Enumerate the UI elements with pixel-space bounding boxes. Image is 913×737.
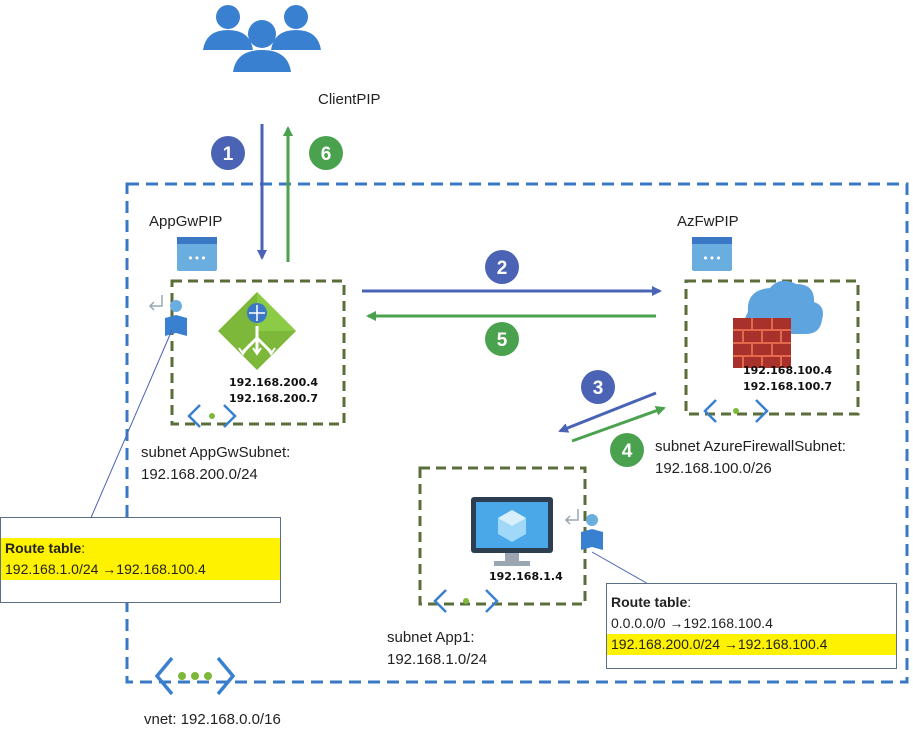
app1-ip: 192.168.1.4 bbox=[489, 570, 563, 583]
firewall-subnet-cidr: 192.168.100.0/26 bbox=[655, 460, 772, 477]
appgw-ip: 192.168.200.7 bbox=[229, 392, 319, 405]
appgw-route-entry: 192.168.1.0/24 →192.168.100.4 bbox=[1, 559, 280, 580]
step-marker-1: 1 bbox=[211, 136, 245, 170]
svg-text:•••: ••• bbox=[187, 252, 206, 265]
appgw-subnet-glyph-icon bbox=[187, 404, 237, 428]
appgw-subnet-box bbox=[170, 279, 346, 426]
application-gateway-icon bbox=[218, 292, 296, 370]
app1-route-entry: 0.0.0.0/0 →192.168.100.4 bbox=[611, 615, 773, 631]
virtual-machine-icon bbox=[471, 497, 553, 566]
firewall-ip: 192.168.100.7 bbox=[743, 380, 833, 393]
step-marker-3: 3 bbox=[581, 370, 615, 404]
step-label-3: 3 bbox=[593, 378, 604, 399]
step-label-6: 6 bbox=[321, 144, 332, 165]
step-label-1: 1 bbox=[223, 144, 234, 165]
appgw-pip-label: AppGwPIP bbox=[149, 213, 223, 230]
appgw-ip: 192.168.200.4 bbox=[229, 376, 319, 389]
app1-subnet-cidr: 192.168.1.0/24 bbox=[387, 651, 488, 668]
appgw-pip-icon: ••• bbox=[177, 237, 217, 271]
route-table-colon: : bbox=[687, 594, 692, 610]
step-marker-6: 6 bbox=[309, 136, 343, 170]
vnet-glyph-icon bbox=[154, 656, 236, 696]
flow-arrow-4 bbox=[571, 405, 666, 443]
firewall-subnet-box bbox=[684, 279, 860, 416]
route-table-title: Route table bbox=[5, 540, 82, 556]
appgw-route-table-title-row: Route table: bbox=[1, 538, 280, 559]
firewall-subnet-label: subnet AzureFirewallSubnet: 192.168.100.… bbox=[655, 436, 846, 480]
route-table-title: Route table bbox=[611, 594, 688, 610]
step-marker-4: 4 bbox=[610, 433, 644, 467]
step-marker-2: 2 bbox=[485, 250, 519, 284]
appgw-route-callout-line bbox=[89, 329, 173, 521]
firewall-ip-list: 192.168.100.4 192.168.100.7 bbox=[743, 363, 832, 395]
step-marker-5: 5 bbox=[485, 322, 519, 356]
app1-subnet-label: subnet App1: 192.168.1.0/24 bbox=[387, 627, 487, 671]
app1-route-callout-line bbox=[591, 551, 651, 586]
app1-subnet-name: subnet App1: bbox=[387, 629, 475, 646]
svg-text:•••: ••• bbox=[702, 252, 721, 265]
firewall-ip: 192.168.100.4 bbox=[743, 364, 833, 377]
app1-route-table-callout: Route table: 0.0.0.0/0 →192.168.100.4 19… bbox=[606, 583, 897, 669]
app1-subnet-glyph-icon bbox=[433, 589, 499, 613]
azfw-pip-label: AzFwPIP bbox=[677, 213, 739, 230]
azfw-pip-icon: ••• bbox=[692, 237, 732, 271]
step-label-4: 4 bbox=[622, 441, 633, 462]
appgw-subnet-cidr: 192.168.200.0/24 bbox=[141, 466, 258, 483]
step-label-5: 5 bbox=[497, 330, 508, 351]
firewall-subnet-name: subnet AzureFirewallSubnet: bbox=[655, 438, 846, 455]
client-pip-label: ClientPIP bbox=[318, 91, 381, 108]
appgw-subnet-label: subnet AppGwSubnet: 192.168.200.0/24 bbox=[141, 442, 290, 486]
app1-route-entry-highlighted: 192.168.200.0/24 →192.168.100.4 bbox=[607, 634, 896, 655]
firewall-icon bbox=[733, 280, 823, 368]
vnet-boundary bbox=[125, 182, 909, 684]
appgw-subnet-name: subnet AppGwSubnet: bbox=[141, 444, 291, 461]
firewall-subnet-glyph-icon bbox=[703, 399, 769, 423]
route-table-colon: : bbox=[81, 540, 86, 556]
users-icon bbox=[203, 5, 321, 72]
app1-route-table-icon bbox=[564, 509, 603, 550]
step-label-2: 2 bbox=[497, 258, 508, 279]
appgw-route-table-icon bbox=[148, 295, 187, 336]
appgw-ip-list: 192.168.200.4 192.168.200.7 bbox=[229, 375, 318, 407]
app1-ip-list: 192.168.1.4 bbox=[489, 569, 563, 585]
appgw-route-table-callout: Route table: 192.168.1.0/24 →192.168.100… bbox=[0, 517, 281, 603]
app1-route-table-title-row: Route table: bbox=[607, 592, 896, 613]
flow-arrow-3 bbox=[558, 391, 657, 433]
vnet-label: vnet: 192.168.0.0/16 bbox=[144, 711, 281, 728]
